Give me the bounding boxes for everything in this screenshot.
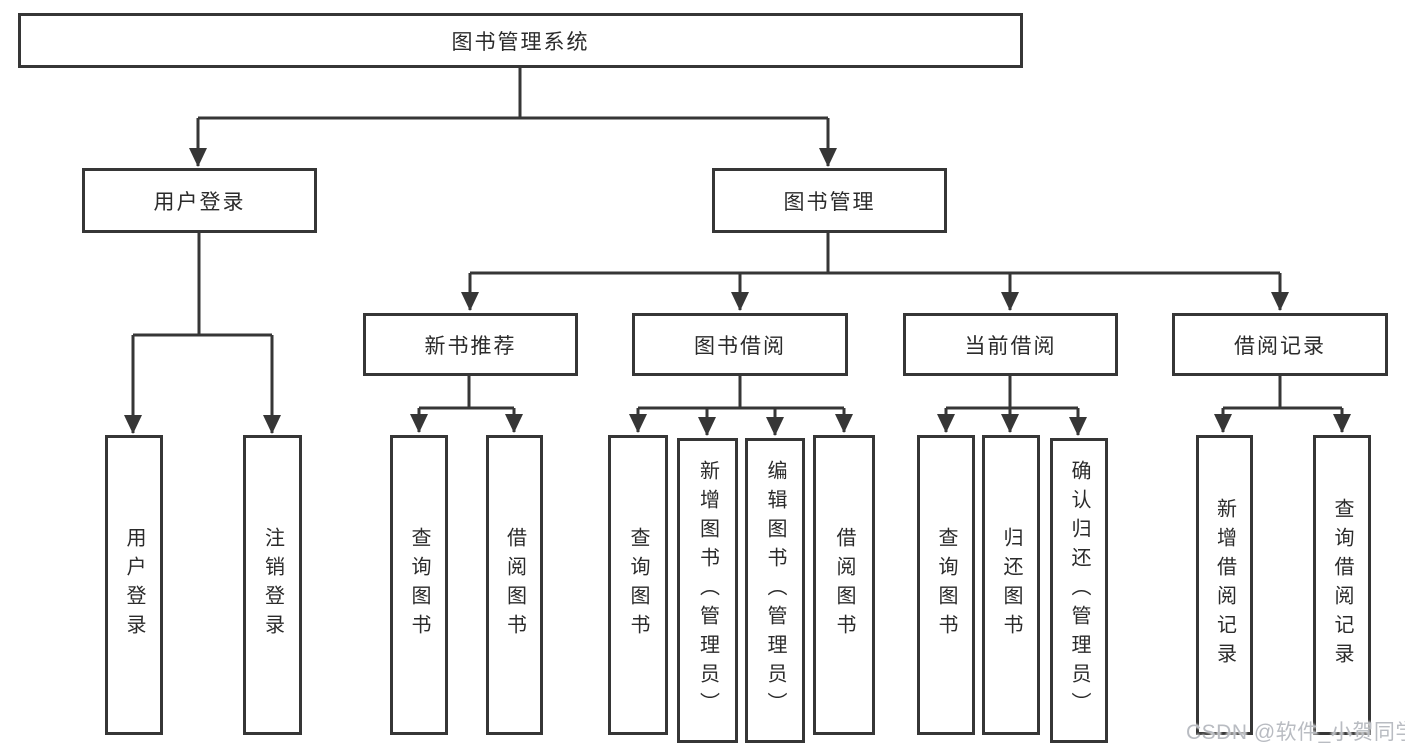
- connector-user-login: [133, 233, 272, 337]
- leaf-confirm-return-admin: 确认归还（管理员）: [1050, 438, 1108, 743]
- leaf-query-books-borrow: 查询图书: [608, 435, 668, 735]
- node-new-book-recommend-label: 新书推荐: [424, 334, 517, 358]
- leaf-edit-book-admin: 编辑图书（管理员）: [745, 438, 805, 743]
- leaf-add-borrow-record: 新增借阅记录: [1196, 435, 1253, 735]
- node-library-system: 图书管理系统: [18, 13, 1023, 68]
- leaf-borrow-books: 借阅图书: [813, 435, 875, 735]
- leaf-return-book: 归还图书: [982, 435, 1040, 735]
- connector-current-borrow: [946, 376, 1078, 410]
- connector-new-book: [419, 376, 514, 410]
- node-book-borrow-label: 图书借阅: [694, 334, 786, 358]
- leaf-query-books-current: 查询图书: [917, 435, 975, 735]
- leaf-query-books-recommend: 查询图书: [390, 435, 448, 735]
- connector-book-management: [470, 233, 1280, 275]
- node-library-system-label: 图书管理系统: [451, 30, 590, 54]
- leaf-logout: 注销登录: [243, 435, 302, 735]
- node-book-management-label: 图书管理: [783, 190, 876, 214]
- node-current-borrow-label: 当前借阅: [964, 334, 1057, 358]
- leaf-add-book-admin: 新增图书（管理员）: [677, 438, 738, 743]
- leaf-user-login: 用户登录: [105, 435, 163, 735]
- connector-borrow-records: [1223, 376, 1342, 410]
- leaf-query-borrow-record: 查询借阅记录: [1313, 435, 1371, 735]
- node-user-login-label: 用户登录: [153, 190, 246, 214]
- node-book-management: 图书管理: [712, 168, 947, 233]
- node-book-borrow: 图书借阅: [632, 313, 848, 376]
- connector-root: [198, 68, 828, 120]
- connector-book-borrow: [638, 376, 844, 410]
- node-current-borrow: 当前借阅: [903, 313, 1118, 376]
- node-borrow-records-label: 借阅记录: [1234, 334, 1326, 358]
- node-user-login: 用户登录: [82, 168, 317, 233]
- leaf-borrow-books-recommend: 借阅图书: [486, 435, 543, 735]
- watermark: CSDN @软件_小贺同学: [1186, 721, 1405, 744]
- node-borrow-records: 借阅记录: [1172, 313, 1388, 376]
- node-new-book-recommend: 新书推荐: [363, 313, 578, 376]
